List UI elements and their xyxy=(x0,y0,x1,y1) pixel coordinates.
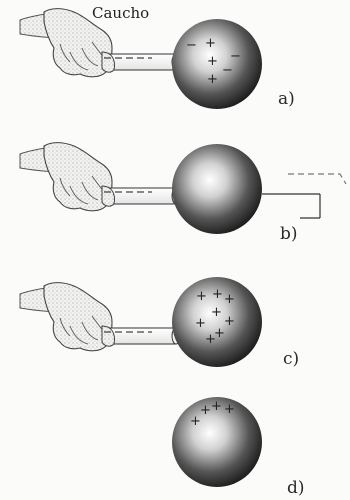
charge-symbol: + xyxy=(212,287,223,302)
metal-sphere xyxy=(172,277,262,367)
panel-label-b: b) xyxy=(280,224,298,244)
charge-symbol: − xyxy=(186,38,197,53)
charge-symbol: − xyxy=(230,49,241,64)
panel-label-c: c) xyxy=(283,349,300,369)
charge-symbol: + xyxy=(207,54,218,69)
charge-symbol: + xyxy=(224,402,235,417)
panel-label-a: a) xyxy=(278,89,295,109)
charge-symbol: + xyxy=(211,399,222,414)
panel-label-d: d) xyxy=(287,478,305,498)
rod-material-label: Caucho xyxy=(92,4,150,22)
charge-symbol: + xyxy=(224,292,235,307)
charge-symbol: + xyxy=(205,36,216,51)
hand-with-rubber-rod xyxy=(19,142,181,212)
hand-with-rubber-rod xyxy=(19,8,181,78)
charge-symbol: + xyxy=(195,316,206,331)
panel-a: + + + − − − xyxy=(19,8,262,109)
sphere-charges: + + + − − − xyxy=(186,36,241,87)
panel-c: + + + + + + + + xyxy=(19,277,262,367)
charge-symbol: + xyxy=(190,414,201,429)
charge-symbol: + xyxy=(200,403,211,418)
panel-b xyxy=(19,142,347,234)
charge-symbol: + xyxy=(224,314,235,329)
charge-symbol: + xyxy=(211,305,222,320)
charge-symbol: − xyxy=(222,63,233,78)
ground-wire xyxy=(262,173,347,219)
sphere-charges: + + + + xyxy=(190,399,235,429)
charge-symbol: + xyxy=(205,332,216,347)
charge-symbol: + xyxy=(196,289,207,304)
metal-sphere xyxy=(172,19,262,109)
charge-symbol: + xyxy=(207,72,218,87)
metal-sphere xyxy=(172,397,262,487)
sphere-charges: + + + + + + + + xyxy=(195,287,235,347)
metal-sphere xyxy=(172,144,262,234)
panel-d: + + + + xyxy=(172,397,262,487)
hand-with-rubber-rod xyxy=(19,282,181,352)
charge-symbol: + xyxy=(214,326,225,341)
